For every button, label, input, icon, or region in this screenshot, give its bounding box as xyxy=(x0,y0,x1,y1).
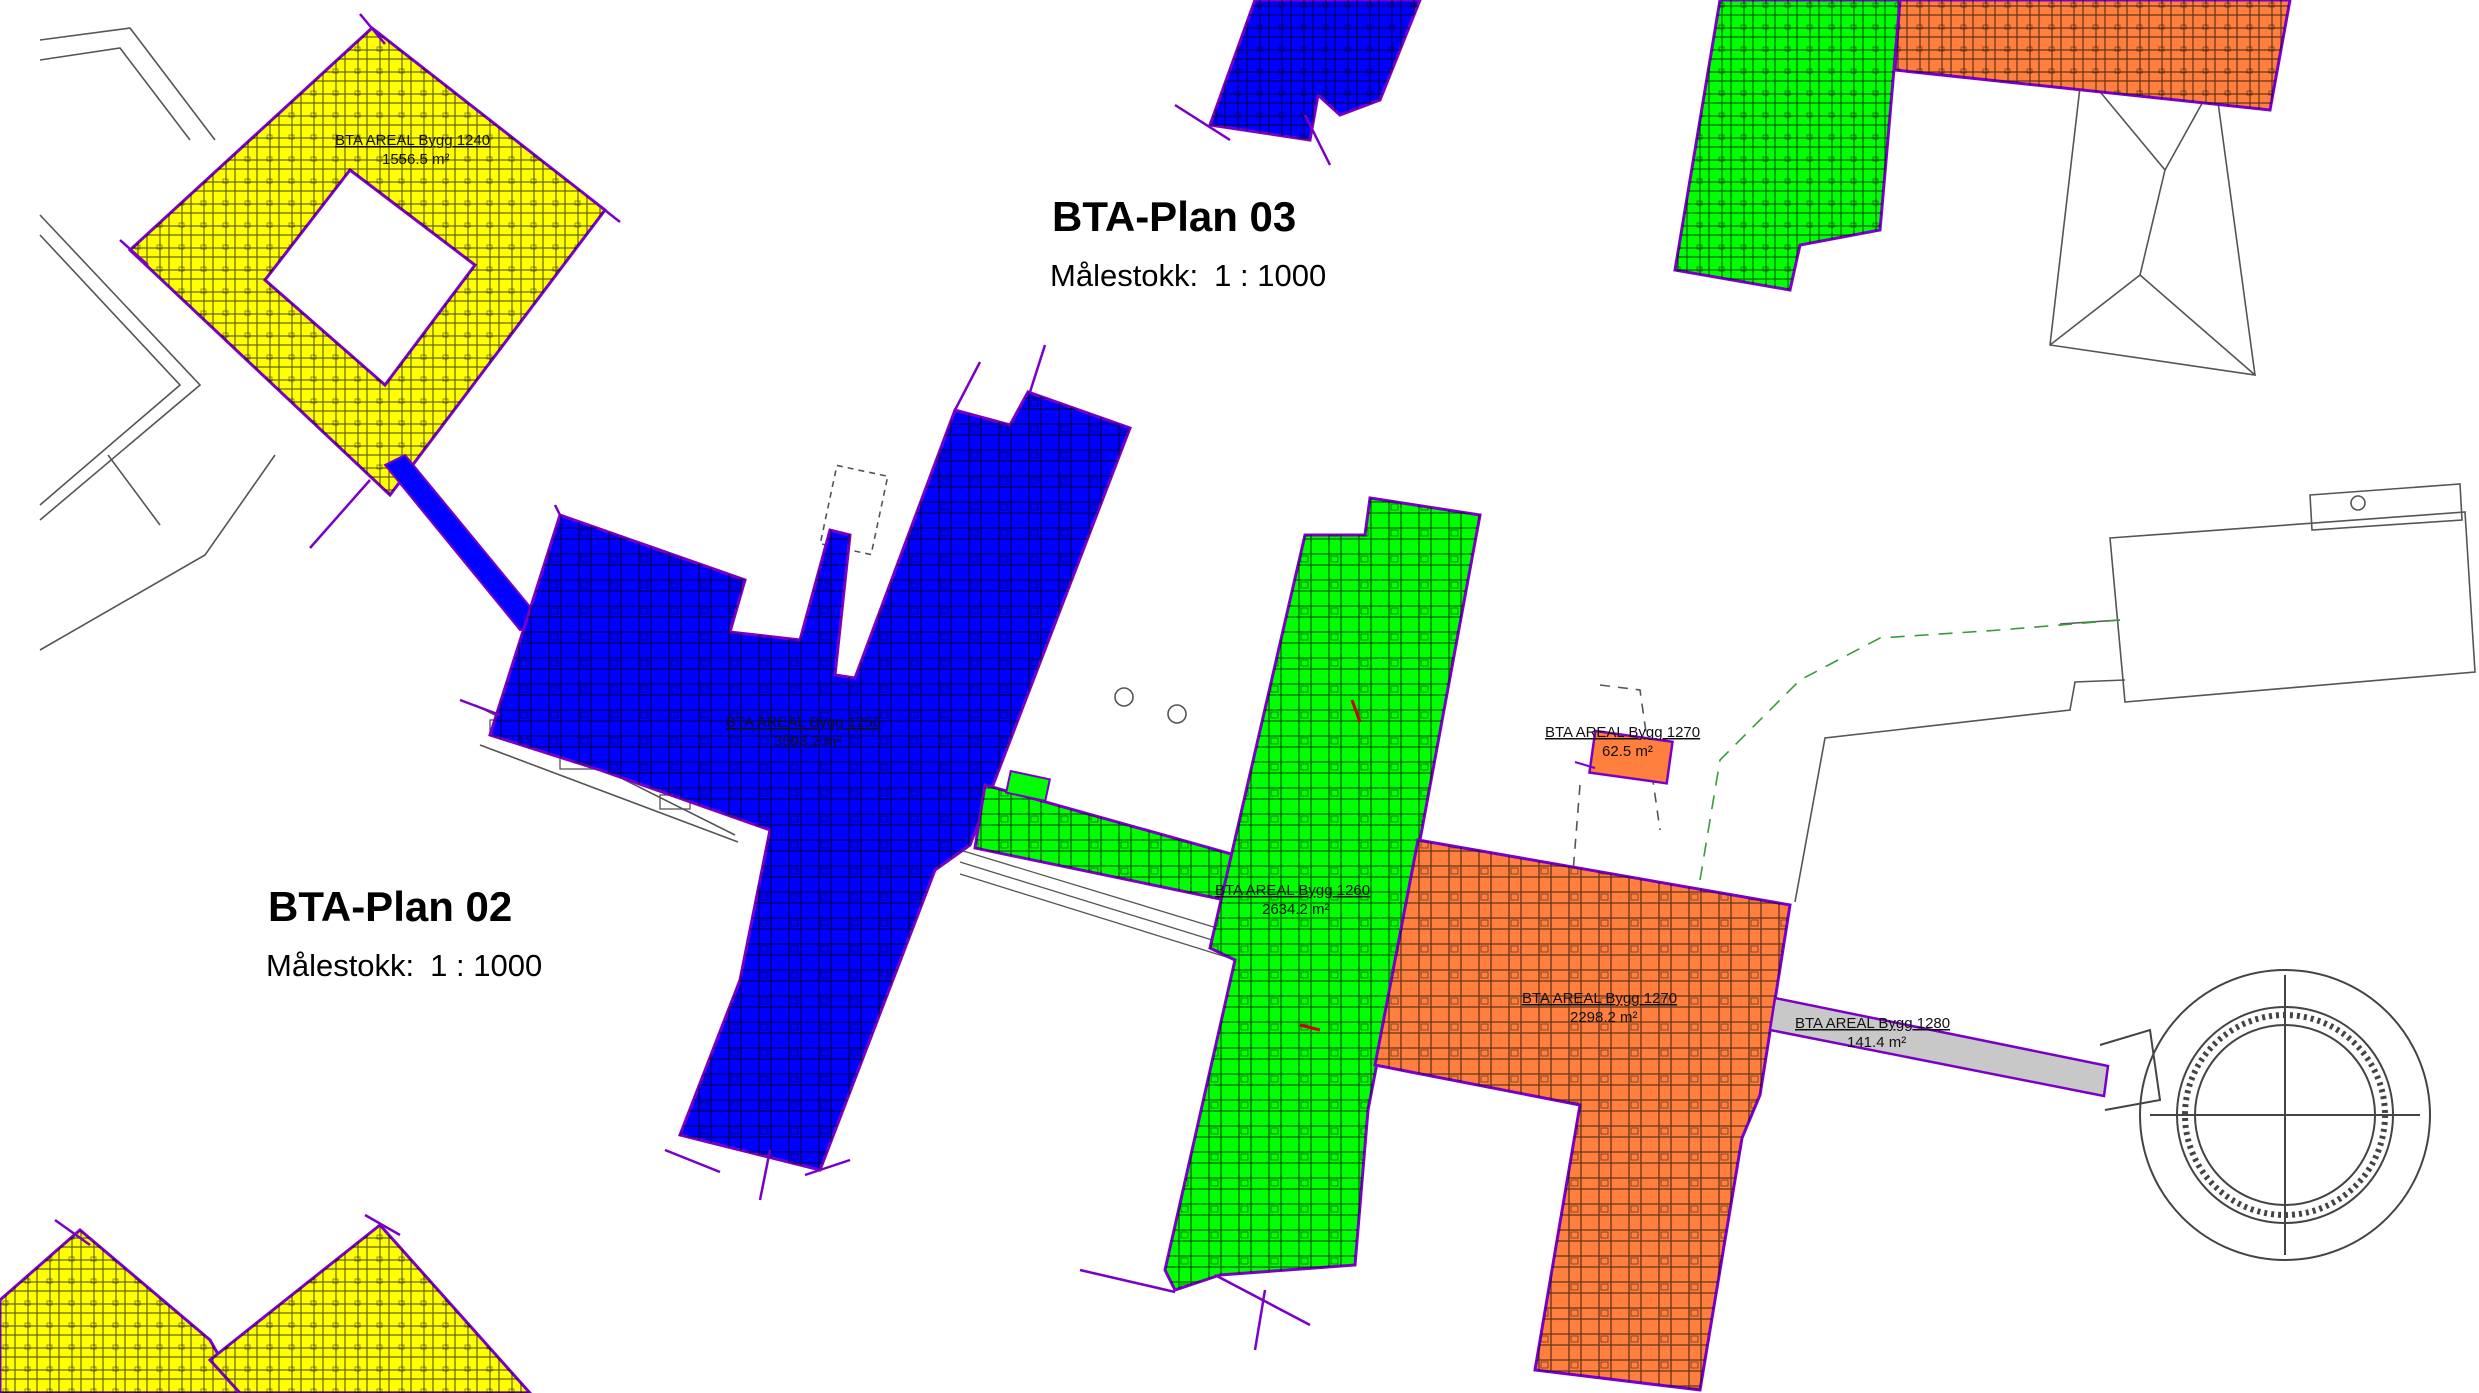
plan-03-title: BTA-Plan 03 xyxy=(1052,193,1297,240)
plan-02-scale: Målestokk: 1 : 1000 xyxy=(266,948,542,984)
top-blue-partial xyxy=(1174,0,1422,166)
svg-text:BTA AREAL Bygg 1270: BTA AREAL Bygg 1270 xyxy=(1545,724,1700,741)
svg-text:2634.2 m²: 2634.2 m² xyxy=(1262,901,1330,918)
svg-text:2298.2 m²: 2298.2 m² xyxy=(1570,1009,1638,1026)
top-orange-partial xyxy=(1893,0,2292,112)
svg-text:BTA AREAL Bygg 1240: BTA AREAL Bygg 1240 xyxy=(335,132,490,149)
bottom-yellow-partial xyxy=(0,1213,533,1393)
area-label-1260: BTA AREAL Bygg 1260 2634.2 m² xyxy=(1215,882,1370,918)
svg-text:BTA AREAL Bygg 1280: BTA AREAL Bygg 1280 xyxy=(1795,1015,1950,1032)
corridor-green xyxy=(973,769,1237,902)
plan-02-scale-value: 1 : 1000 xyxy=(430,948,543,983)
area-label-1280: BTA AREAL Bygg 1280 141.4 m² xyxy=(1795,1015,1950,1051)
building-1270 xyxy=(1373,729,1792,1392)
svg-text:BTA AREAL Bygg 1250: BTA AREAL Bygg 1250 xyxy=(726,714,881,731)
plan-03-scale-value: 1 : 1000 xyxy=(1214,258,1327,293)
building-1280 xyxy=(1768,996,2110,1098)
plan-02-title: BTA-Plan 02 xyxy=(268,883,513,930)
building-1260 xyxy=(1079,496,1482,1351)
svg-text:BTA AREAL Bygg 1260: BTA AREAL Bygg 1260 xyxy=(1215,882,1370,899)
rotunda xyxy=(2099,969,2431,1261)
svg-text:1556.5 m²: 1556.5 m² xyxy=(382,151,450,168)
top-green-partial xyxy=(1673,0,1902,292)
area-label-1270-small: BTA AREAL Bygg 1270 62.5 m² xyxy=(1545,724,1700,760)
building-1240 xyxy=(119,13,621,632)
building-1250 xyxy=(459,344,1132,1201)
svg-text:141.4 m²: 141.4 m² xyxy=(1847,1034,1906,1051)
area-label-1240: BTA AREAL Bygg 1240 1556.5 m² xyxy=(335,132,490,168)
plan-03-scale-label: Målestokk: xyxy=(1050,258,1199,293)
area-label-1270: BTA AREAL Bygg 1270 2298.2 m² xyxy=(1522,990,1677,1026)
svg-text:62.5 m²: 62.5 m² xyxy=(1602,743,1653,760)
svg-text:3593.2 m²: 3593.2 m² xyxy=(774,733,842,750)
area-label-1250: BTA AREAL Bygg 1250 3593.2 m² xyxy=(726,714,881,750)
plan-02-scale-label: Målestokk: xyxy=(266,948,415,983)
plan-03-scale: Målestokk: 1 : 1000 xyxy=(1050,258,1326,294)
svg-text:BTA AREAL Bygg 1270: BTA AREAL Bygg 1270 xyxy=(1522,990,1677,1007)
